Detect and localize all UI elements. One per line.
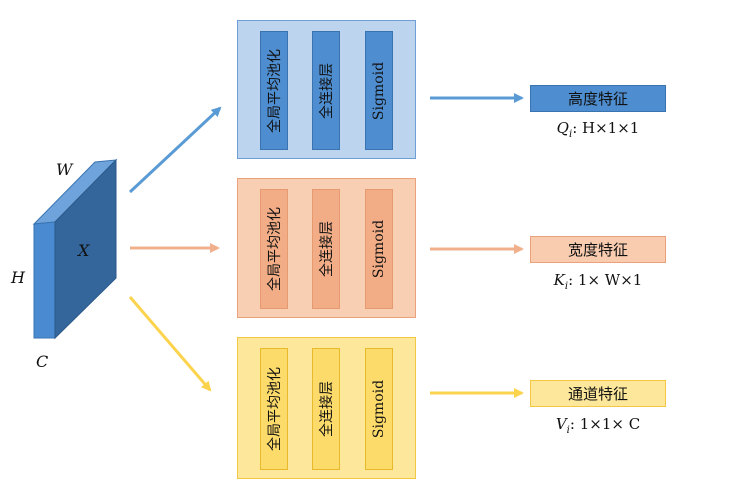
- formula-sep: :: [568, 271, 578, 289]
- step-label: 全局平均池化: [267, 48, 283, 133]
- step-label: 全局平均池化: [267, 207, 283, 291]
- channel-feature-formula: Vi: 1×1× C: [530, 415, 666, 436]
- formula-var: Q: [556, 119, 569, 137]
- width-fc-layer-step: 全连接层: [312, 189, 340, 309]
- step-label: Sigmoid: [371, 61, 387, 120]
- input-tensor: [32, 158, 118, 340]
- width-feature-output: 宽度特征: [530, 236, 666, 263]
- channel-global-avg-pool-step: 全局平均池化: [260, 348, 288, 470]
- tensor-front-face: [33, 221, 56, 339]
- height-sigmoid-step: Sigmoid: [365, 31, 393, 150]
- height-feature-output: 高度特征: [530, 85, 666, 112]
- width-sigmoid-step: Sigmoid: [365, 189, 393, 309]
- step-label: 全连接层: [319, 221, 335, 277]
- formula-dims: H×1×1: [582, 119, 640, 137]
- formula-sub: i: [568, 129, 573, 140]
- step-label: 全连接层: [319, 62, 335, 119]
- formula-dims: 1× W×1: [577, 271, 643, 289]
- channel-fc-layer-step: 全连接层: [312, 348, 340, 470]
- width-branch-box: 全局平均池化 全连接层 Sigmoid: [237, 178, 416, 318]
- formula-var: K: [553, 271, 565, 289]
- step-label: Sigmoid: [371, 219, 387, 279]
- step-label: Sigmoid: [371, 379, 387, 439]
- channel-feature-output: 通道特征: [530, 380, 666, 407]
- height-branch-box: 全局平均池化 全连接层 Sigmoid: [237, 20, 416, 159]
- formula-sep: :: [569, 415, 580, 433]
- width-global-avg-pool-step: 全局平均池化: [260, 189, 288, 309]
- arrow-to-channel-branch: [128, 296, 212, 392]
- formula-sub: i: [566, 425, 570, 436]
- formula-dims: 1×1× C: [579, 415, 641, 433]
- arrow-to-height-branch: [128, 106, 222, 194]
- height-feature-formula: Qi: H×1×1: [530, 119, 666, 140]
- formula-sep: :: [572, 119, 583, 137]
- width-feature-formula: Ki: 1× W×1: [530, 271, 666, 292]
- step-label: 全连接层: [319, 381, 335, 437]
- tensor-label-x: X: [78, 241, 90, 260]
- tensor-label-c: C: [36, 352, 49, 371]
- channel-branch-box: 全局平均池化 全连接层 Sigmoid: [237, 337, 416, 479]
- tensor-label-h: H: [11, 268, 25, 287]
- tensor-side-face: [54, 158, 117, 340]
- formula-var: V: [555, 415, 567, 433]
- formula-sub: i: [564, 281, 569, 292]
- height-global-avg-pool-step: 全局平均池化: [260, 31, 288, 150]
- height-fc-layer-step: 全连接层: [312, 31, 340, 150]
- step-label: 全局平均池化: [267, 367, 283, 451]
- channel-sigmoid-step: Sigmoid: [365, 348, 393, 470]
- tensor-label-w: W: [56, 160, 73, 179]
